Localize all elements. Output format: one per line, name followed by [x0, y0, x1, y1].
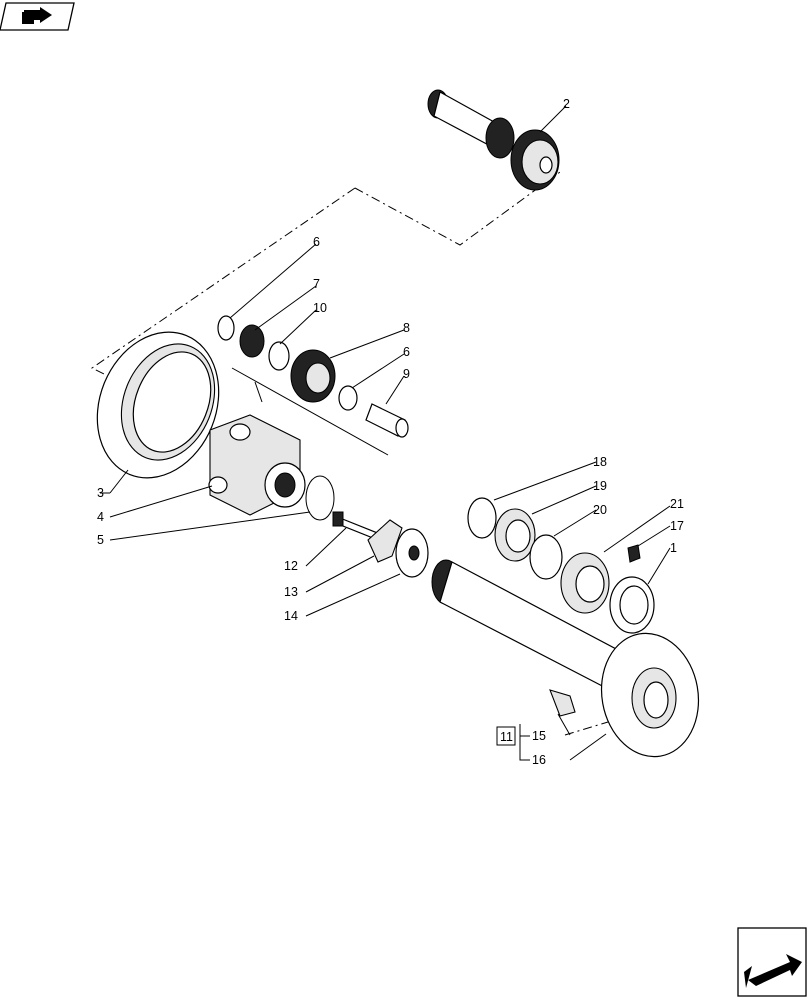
parts-12-13-14: [332, 511, 429, 578]
part-2-splined-shaft: [427, 89, 560, 191]
label-20[interactable]: 20: [593, 503, 607, 517]
part-4-planet-carrier: [208, 414, 306, 516]
label-10[interactable]: 10: [313, 301, 327, 315]
part-16-axle-shaft: [431, 559, 700, 758]
label-3[interactable]: 3: [97, 486, 104, 500]
book-arrow-icon[interactable]: [0, 2, 75, 31]
label-18[interactable]: 18: [593, 455, 607, 469]
bearing-and-seal-parts: [467, 497, 655, 634]
label-1[interactable]: 1: [670, 541, 677, 555]
part-11-box: [496, 726, 516, 746]
next-page-arrow-icon[interactable]: [737, 927, 807, 997]
label-13[interactable]: 13: [284, 585, 298, 599]
label-5[interactable]: 5: [97, 533, 104, 547]
assembly-reference-lines: [91, 171, 609, 736]
part-5-snap-ring: [305, 475, 335, 521]
label-7[interactable]: 7: [313, 277, 320, 291]
label-21[interactable]: 21: [670, 497, 684, 511]
planet-gear-assembly: [217, 315, 409, 456]
label-12[interactable]: 12: [284, 559, 298, 573]
label-19[interactable]: 19: [593, 479, 607, 493]
label-15[interactable]: 15: [532, 729, 546, 743]
label-2[interactable]: 2: [563, 97, 570, 111]
label-16[interactable]: 16: [532, 753, 546, 767]
label-17[interactable]: 17: [670, 519, 684, 533]
label-14[interactable]: 14: [284, 609, 298, 623]
part-3-ring-gear: [96, 331, 220, 479]
part-number-labels: 2 6 7 10 8 6 9 3 4 5 12 13 14 18 19 20 2…: [97, 97, 684, 767]
label-4[interactable]: 4: [97, 510, 104, 524]
label-6b[interactable]: 6: [403, 345, 410, 359]
label-11[interactable]: 11: [500, 730, 513, 744]
leader-lines: [100, 105, 671, 761]
label-8[interactable]: 8: [403, 321, 410, 335]
label-9[interactable]: 9: [403, 367, 410, 381]
label-6a[interactable]: 6: [313, 235, 320, 249]
